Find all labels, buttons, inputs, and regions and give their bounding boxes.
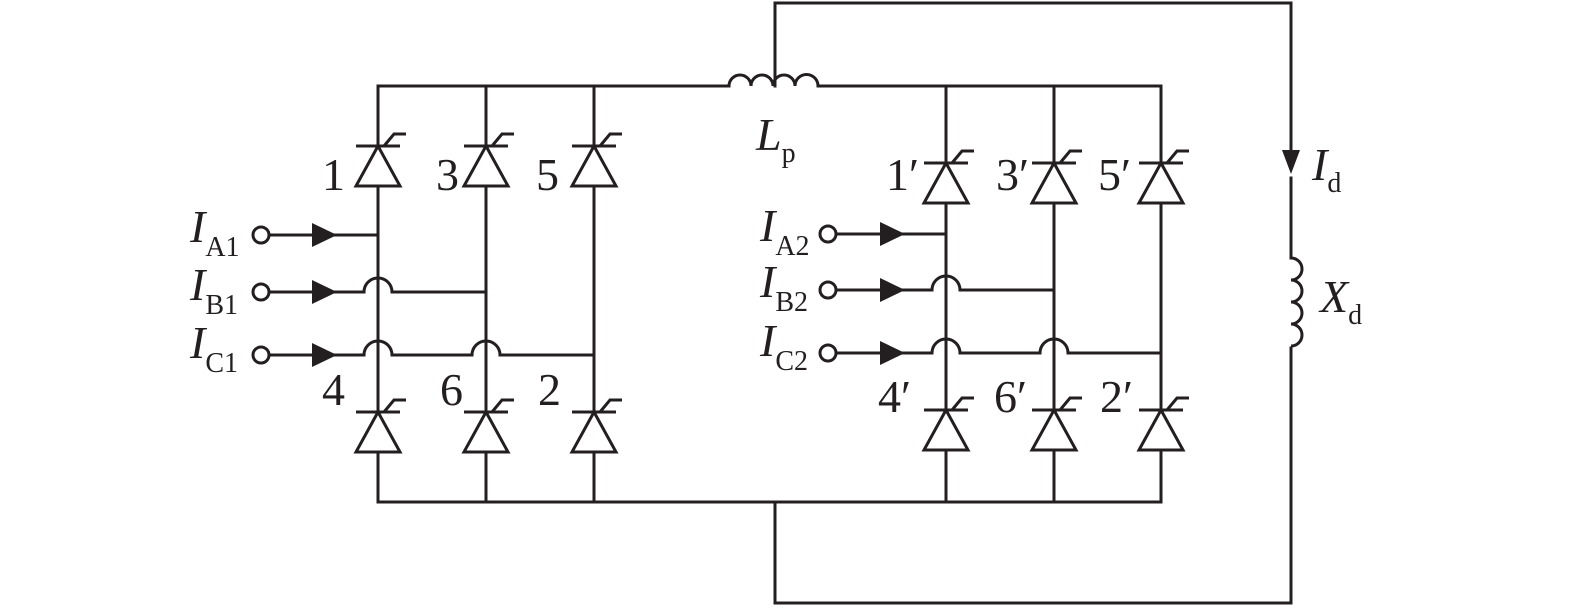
thyristor-label-4p: 4′ [878,371,911,422]
thyristor-2-icon [569,398,622,454]
dc-reactance-label: Xd [1318,271,1362,331]
input-label-ia1: IA1 [189,201,240,263]
inductor-lp-coil-icon [727,73,820,87]
bridge1-input-lines [251,223,596,367]
thyristor-4p-icon [921,396,974,452]
thyristor-label-4: 4 [322,364,345,415]
thyristor-label-5p: 5′ [1098,149,1131,200]
thyristor-label-1: 1 [322,149,345,200]
thyristor-label-5: 5 [536,149,559,200]
thyristor-6-icon [461,398,514,454]
thyristor-1p-icon [921,149,974,205]
thyristor-label-6: 6 [440,364,463,415]
thyristor-5p-icon [1136,149,1189,205]
thyristor-1-icon [353,132,406,188]
thyristor-6p-icon [1029,396,1082,452]
thyristor-3p-icon [1029,149,1082,205]
thyristor-label-3p: 3′ [996,149,1029,200]
thyristor-label-2: 2 [538,364,561,415]
input-label-ic1: IC1 [189,317,238,379]
reactor-xd-coil-icon [1290,256,1304,348]
thyristor-3-icon [461,132,514,188]
input-label-ib2: IB2 [759,256,808,318]
input-current-labels: IA1 IB1 IC1 IA2 IB2 IC2 [189,200,810,379]
thyristor-label-3: 3 [436,149,459,200]
thyristor-label-6p: 6′ [994,371,1027,422]
inductor-lp-label: Lp [755,109,796,169]
thyristor-group [353,132,1189,454]
dc-loop-wires [773,1,1293,605]
dc-current-label: Id [1311,139,1341,199]
input-label-ia2: IA2 [759,200,810,262]
thyristor-5-icon [569,132,622,188]
input-label-ib1: IB1 [189,259,238,321]
thyristor-label-2p: 2′ [1100,371,1133,422]
dc-current-arrow-icon [1282,150,1300,174]
input-label-ic2: IC2 [759,315,808,377]
thyristor-labels: 1 3 5 4 6 2 1′ 3′ 5′ 4′ 6′ 2′ [322,149,1133,422]
thyristor-4-icon [353,398,406,454]
bridge2-input-lines [818,222,1163,365]
thyristor-2p-icon [1136,396,1189,452]
thyristor-label-1p: 1′ [886,149,919,200]
